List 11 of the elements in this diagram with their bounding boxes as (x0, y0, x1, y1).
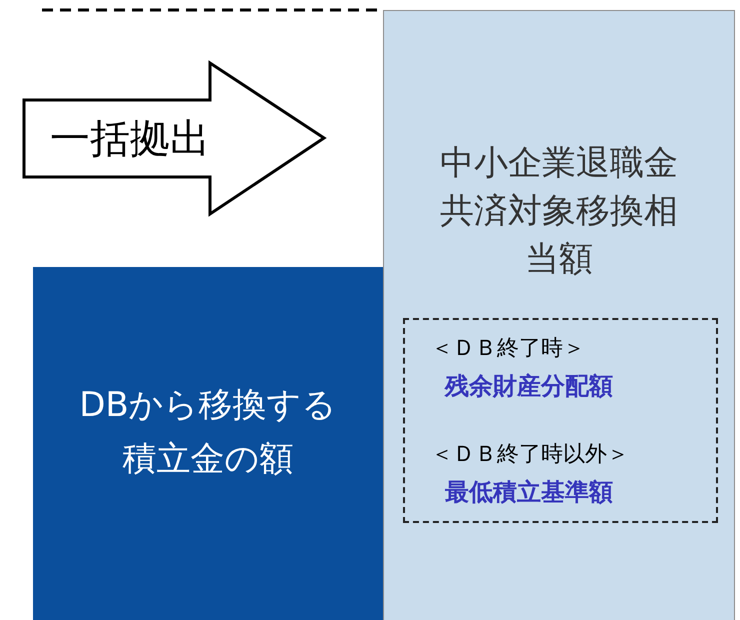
box-label: 中小企業退職金共済対象移換相当額 (439, 142, 679, 281)
process-box (33, 267, 383, 620)
amount-label: 最低積立基準額 (445, 477, 614, 508)
block-arrow (22, 60, 328, 218)
process-box (383, 10, 735, 620)
condition-label: ＜ＤＢ終了時以外＞ (431, 441, 630, 469)
dashed-box (403, 318, 718, 523)
arrow-label: 一括拠出 (50, 115, 211, 163)
amount-label: 残余財産分配額 (445, 371, 614, 402)
condition-label: ＜ＤＢ終了時＞ (431, 335, 586, 363)
box-label: DBから移換する積立金の額 (78, 384, 338, 481)
